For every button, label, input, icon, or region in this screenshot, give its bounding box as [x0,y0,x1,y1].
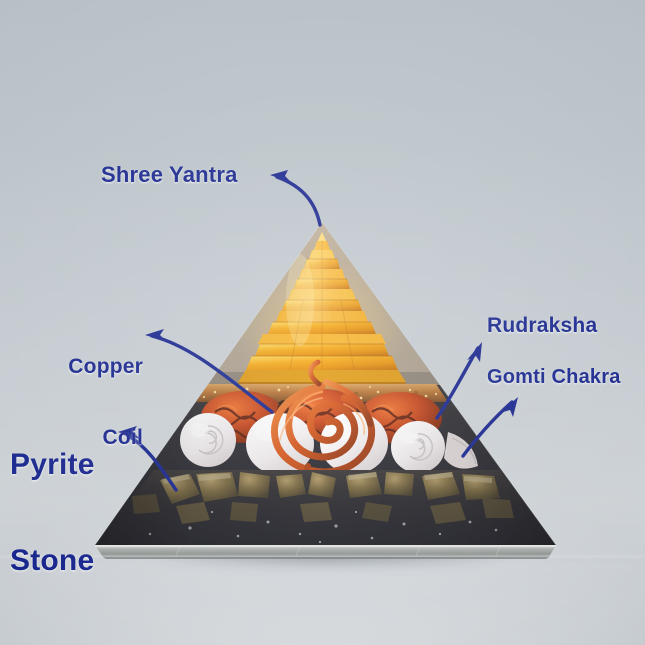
label-shree-yantra: Shree Yantra [101,162,238,188]
label-pyrite-stone-line1: Pyrite [10,449,95,481]
base-edge [95,545,556,559]
label-copper-coil-line1: Copper [53,355,143,379]
label-gomti-chakra: Gomti Chakra [487,366,621,388]
label-copper-coil: Copper Coil [53,308,143,496]
label-copper-coil-line2: Coil [53,426,143,450]
label-pyrite-stone: Pyrite Stone [10,385,95,642]
label-rudraksha: Rudraksha [487,314,597,338]
label-pyrite-stone-line2: Stone [10,545,95,577]
